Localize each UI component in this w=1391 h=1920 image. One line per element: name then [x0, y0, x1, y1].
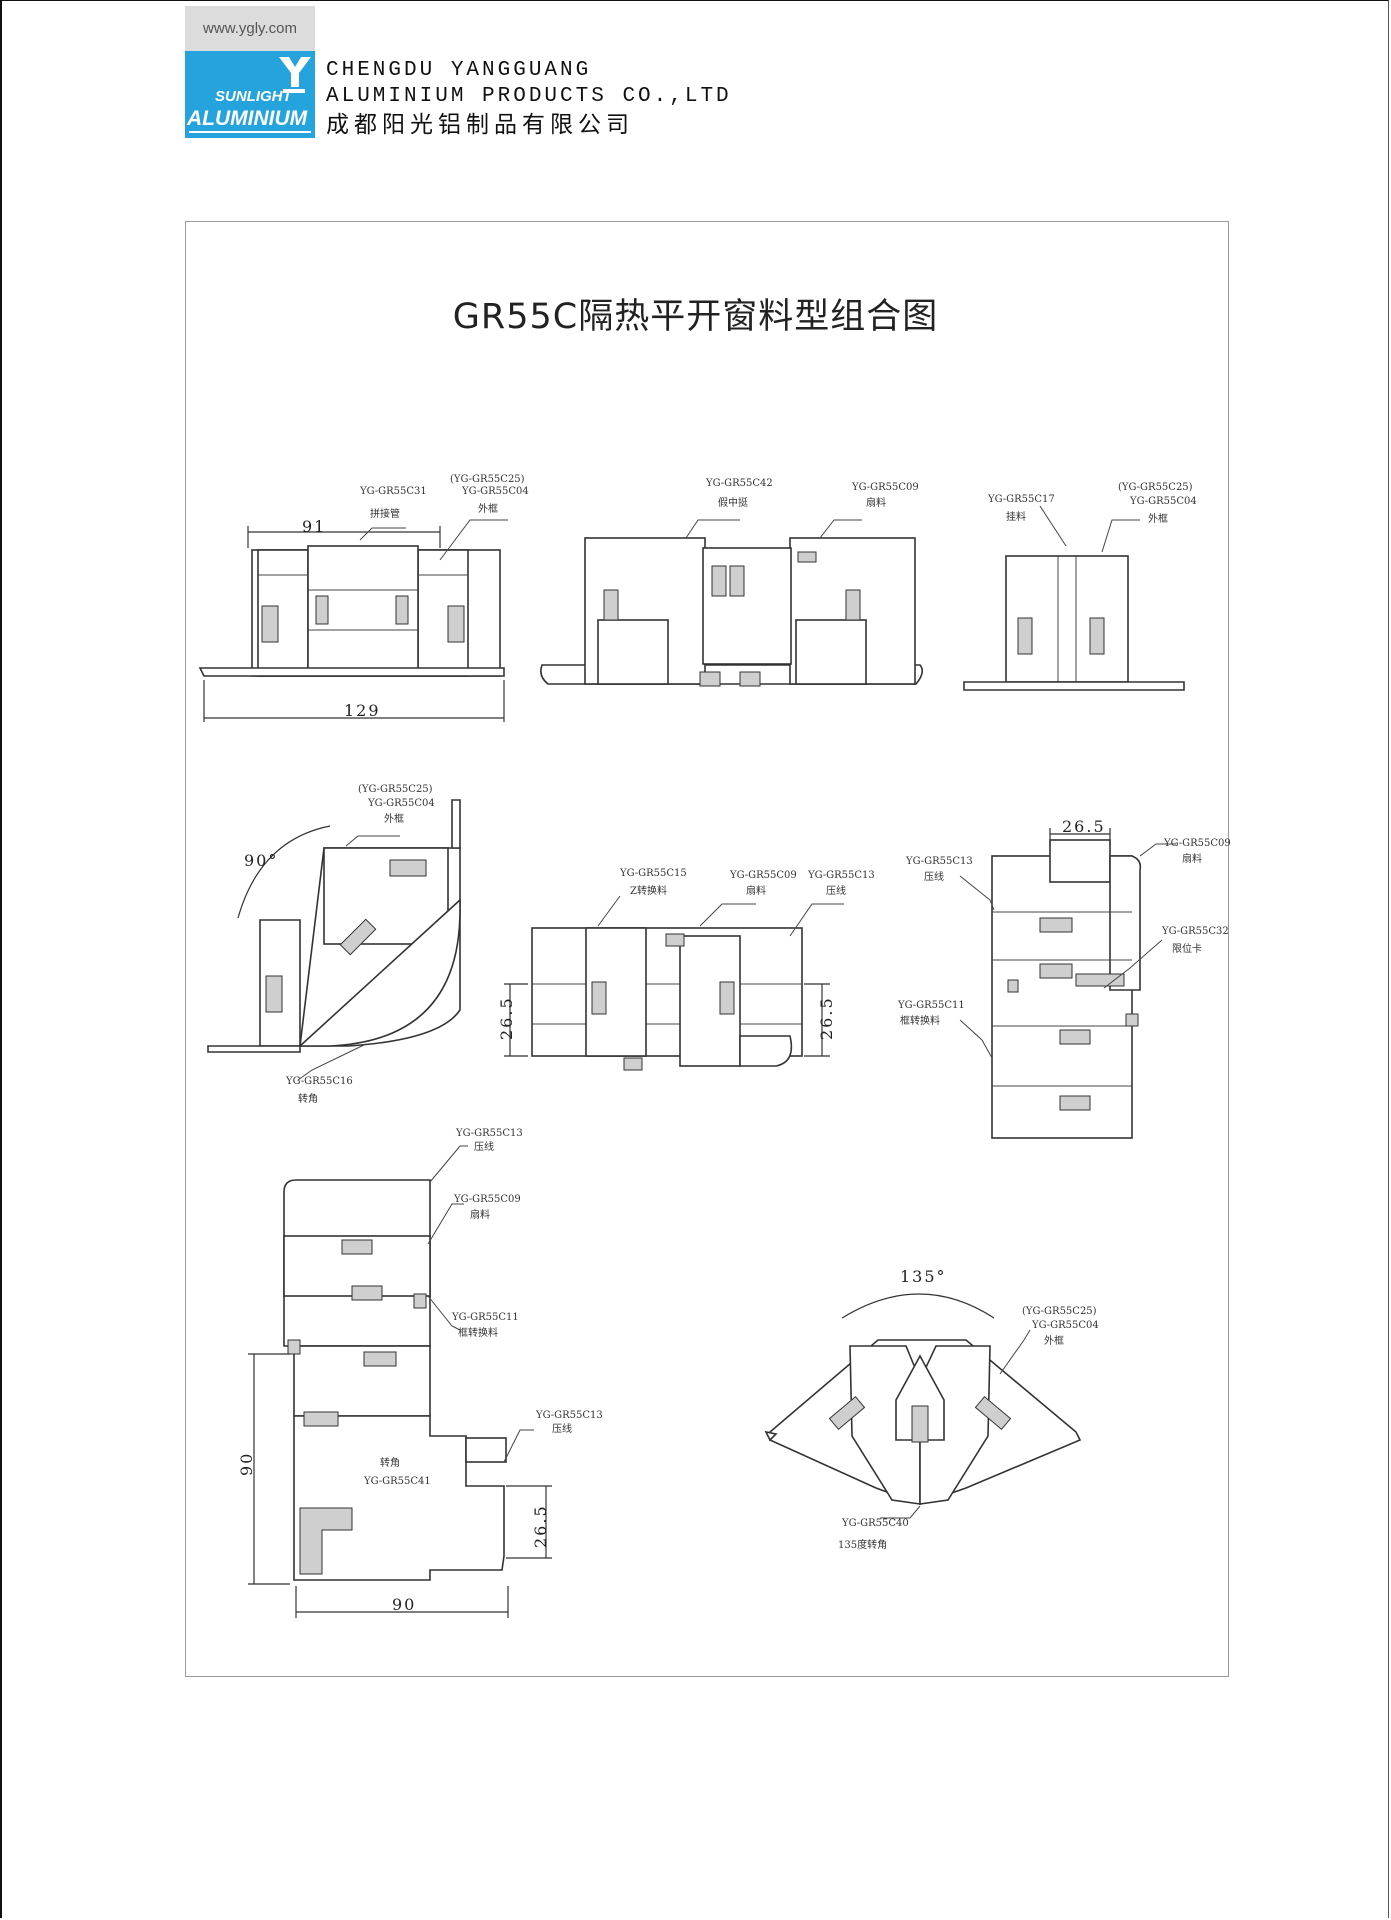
- s6-name-4: 框转换料: [900, 1014, 940, 1027]
- section-mullion-joint: 91 129 YG-GR55C31 拼接管 (YG-GR55C25) YG-GR…: [198, 474, 529, 722]
- s8-paren-1: (YG-GR55C25): [1022, 1306, 1097, 1317]
- s4-code-1: YG-GR55C04: [367, 798, 435, 809]
- logo-badge: SUNLIGHT ALUMINIUM: [185, 51, 315, 138]
- section-90-corner: 90° (YG-GR55C25) YG-GR55C04 外框 YG-GR55C1…: [207, 784, 461, 1105]
- s6-code-2: YG-GR55C09: [1163, 838, 1231, 849]
- s4-code-2: YG-GR55C16: [285, 1076, 353, 1087]
- dim-129: 129: [344, 701, 381, 720]
- s4-name-1: 外框: [384, 812, 404, 825]
- s2-name-2: 扇料: [866, 496, 886, 509]
- dim-26-5-right: 26.5: [817, 996, 836, 1040]
- s8-name-1: 外框: [1044, 1334, 1064, 1347]
- section-frame-conversion: 26.5 YG-GR55C13 压线 YG-GR55C09 扇料 YG-GR55…: [897, 817, 1231, 1139]
- s5-code-3: YG-GR55C13: [807, 870, 875, 881]
- s1-name-2: 拼接管: [370, 507, 400, 520]
- s1-code-2: YG-GR55C31: [359, 486, 427, 497]
- sunlight-logo-icon: SUNLIGHT ALUMINIUM: [186, 57, 311, 133]
- s6-name-3: 限位卡: [1172, 942, 1202, 955]
- s8-code-1: YG-GR55C04: [1031, 1320, 1099, 1331]
- section-135-corner: 135° (YG-GR55C25) YG-GR55C04 外框 YG-GR55C…: [764, 1267, 1099, 1551]
- s2-name-1: 假中挺: [718, 496, 748, 509]
- s3-code-2: YG-GR55C04: [1129, 496, 1197, 507]
- s7-code-1: YG-GR55C13: [455, 1128, 523, 1139]
- s1-paren-1: (YG-GR55C25): [450, 474, 525, 485]
- s7-name-2: 扇料: [470, 1208, 490, 1221]
- s2-code-2: YG-GR55C09: [851, 482, 919, 493]
- dim-26-5-corner: 26.5: [531, 1504, 550, 1548]
- s6-code-3: YG-GR55C32: [1161, 926, 1229, 937]
- s7-center-code: YG-GR55C41: [363, 1476, 431, 1487]
- logo-word-bottom: ALUMINIUM: [186, 107, 308, 130]
- s5-code-2: YG-GR55C09: [729, 870, 797, 881]
- logo-word-top: SUNLIGHT: [215, 88, 294, 105]
- s7-code-3: YG-GR55C11: [451, 1312, 519, 1323]
- s5-name-3: 压线: [826, 884, 846, 897]
- section-hang-profile: YG-GR55C17 挂料 (YG-GR55C25) YG-GR55C04 外框: [963, 482, 1197, 691]
- s7-name-4: 压线: [552, 1422, 572, 1435]
- s7-code-2: YG-GR55C09: [453, 1194, 521, 1205]
- s8-name-2: 135度转角: [838, 1538, 887, 1551]
- s7-name-1: 压线: [474, 1140, 494, 1153]
- s6-name-2: 扇料: [1182, 852, 1202, 865]
- s5-name-2: 扇料: [746, 884, 766, 897]
- s6-name-1: 压线: [924, 870, 944, 883]
- angle-135: 135°: [900, 1267, 947, 1286]
- dim-90-left: 90: [237, 1452, 256, 1476]
- company-name-en-1: CHENGDU YANGGUANG: [326, 59, 592, 82]
- s3-name-1: 挂料: [1006, 510, 1026, 523]
- s6-code-4: YG-GR55C11: [897, 1000, 965, 1011]
- company-name-cn: 成都阳光铝制品有限公司: [326, 112, 634, 138]
- dim-91: 91: [302, 517, 326, 536]
- s5-name-1: Z转换料: [630, 884, 667, 897]
- dim-26-5-top: 26.5: [1062, 817, 1106, 836]
- section-false-mullion: YG-GR55C42 假中挺 YG-GR55C09 扇料: [540, 478, 924, 687]
- dim-26-5-left: 26.5: [497, 996, 516, 1040]
- angle-90: 90°: [244, 851, 278, 870]
- section-corner-assembly: 90 90 26.5 YG-GR55C13 压线 YG-GR55C09 扇料 Y…: [237, 1128, 603, 1618]
- s7-center-name: 转角: [380, 1456, 400, 1469]
- s1-code-1: YG-GR55C04: [461, 486, 529, 497]
- s7-code-4: YG-GR55C13: [535, 1410, 603, 1421]
- s1-name-1: 外框: [478, 502, 498, 515]
- s4-paren-1: (YG-GR55C25): [358, 784, 433, 795]
- drawing-title: GR55C隔热平开窗料型组合图: [452, 297, 939, 337]
- s8-code-2: YG-GR55C40: [841, 1518, 909, 1529]
- s7-name-3: 框转换料: [458, 1326, 498, 1339]
- s3-name-2: 外框: [1148, 512, 1168, 525]
- s5-code-1: YG-GR55C15: [619, 868, 687, 879]
- s2-code-1: YG-GR55C42: [705, 478, 773, 489]
- s4-name-2: 转角: [298, 1092, 318, 1105]
- dim-90-bottom: 90: [392, 1595, 416, 1614]
- company-name: CHENGDU YANGGUANG ALUMINIUM PRODUCTS CO.…: [326, 58, 732, 140]
- s3-paren-2: (YG-GR55C25): [1118, 482, 1193, 493]
- drawing-frame: [185, 221, 1229, 1677]
- company-name-en-2: ALUMINIUM PRODUCTS CO.,LTD: [326, 85, 732, 108]
- section-z-conversion: 26.5 26.5 YG-GR55C15 Z转换料 YG-GR55C09 扇料 …: [497, 868, 875, 1071]
- website-url[interactable]: www.ygly.com: [185, 6, 315, 51]
- company-logo: www.ygly.com SUNLIGHT ALUMINIUM: [185, 6, 315, 138]
- s6-code-1: YG-GR55C13: [905, 856, 973, 867]
- s3-code-1: YG-GR55C17: [987, 494, 1055, 505]
